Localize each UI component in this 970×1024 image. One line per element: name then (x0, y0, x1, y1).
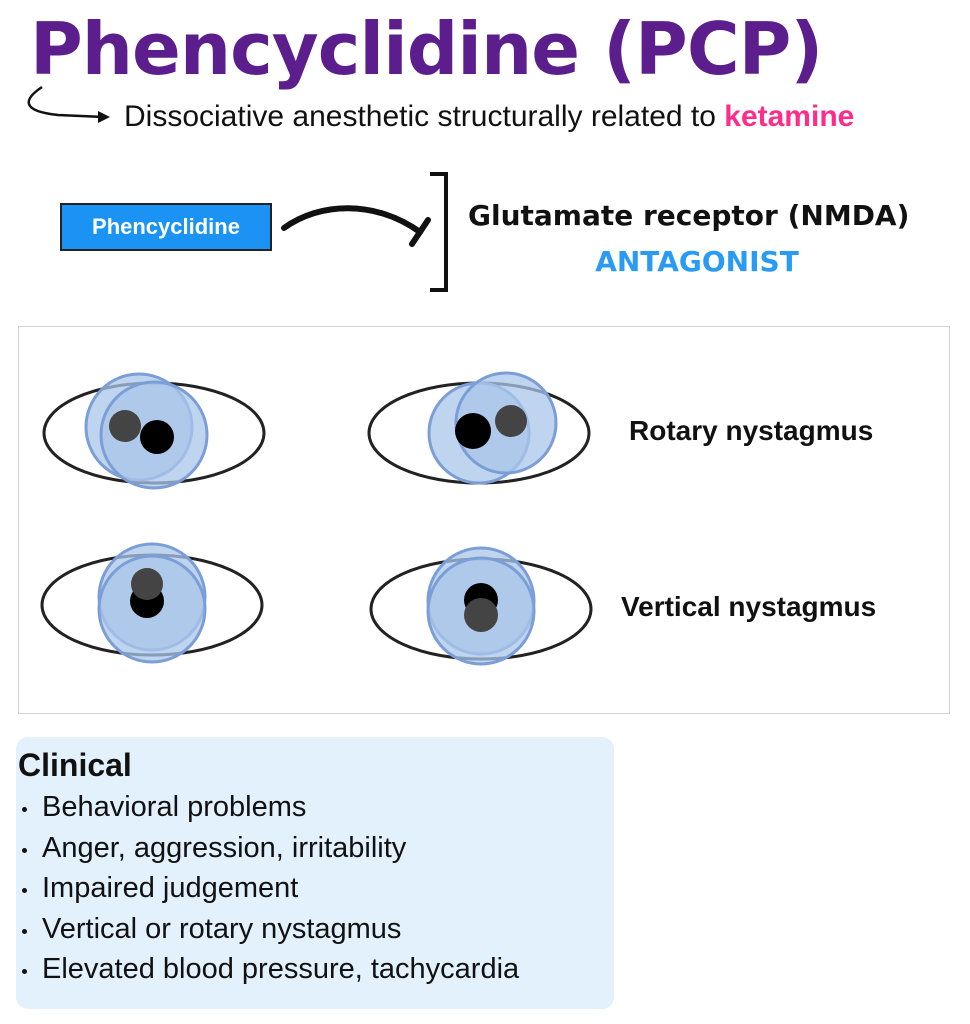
list-item: Behavioral problems (18, 787, 614, 828)
list-item: Impaired judgement (18, 868, 614, 909)
subtitle-row: Dissociative anesthetic structurally rel… (18, 85, 938, 145)
list-item: Anger, aggression, irritability (18, 828, 614, 869)
page-title: Phencyclidine (PCP) (30, 7, 823, 91)
curved-arrow-icon (27, 85, 110, 123)
eye-vertical-left (40, 542, 264, 664)
clinical-box: Clinical Behavioral problems Anger, aggr… (16, 737, 614, 1009)
nystagmus-panel: Rotary nystagmus Vertical nystagmus (18, 326, 950, 714)
phencyclidine-box: Phencyclidine (60, 203, 272, 251)
blunt-arrow-inhibition-icon (281, 172, 448, 292)
eye-rotary-right (367, 371, 591, 485)
vertical-nystagmus-label: Vertical nystagmus (621, 591, 877, 622)
rotary-nystagmus-label: Rotary nystagmus (629, 415, 874, 446)
subtitle-text: Dissociative anesthetic structurally rel… (124, 100, 725, 133)
list-item: Vertical or rotary nystagmus (18, 909, 614, 950)
ketamine-highlight: ketamine (724, 100, 855, 133)
eye-vertical-right (369, 546, 593, 666)
clinical-heading: Clinical (18, 747, 132, 783)
nystagmus-eyes (40, 371, 593, 666)
subtitle: Dissociative anesthetic structurally rel… (124, 97, 854, 137)
antagonist-label: ANTAGONIST (595, 245, 799, 278)
clinical-list: Behavioral problems Anger, aggression, i… (18, 787, 614, 990)
glutamate-receptor-label: Glutamate receptor (NMDA) (468, 199, 910, 232)
list-item: Elevated blood pressure, tachycardia (18, 949, 614, 990)
eye-rotary-left (42, 372, 266, 490)
